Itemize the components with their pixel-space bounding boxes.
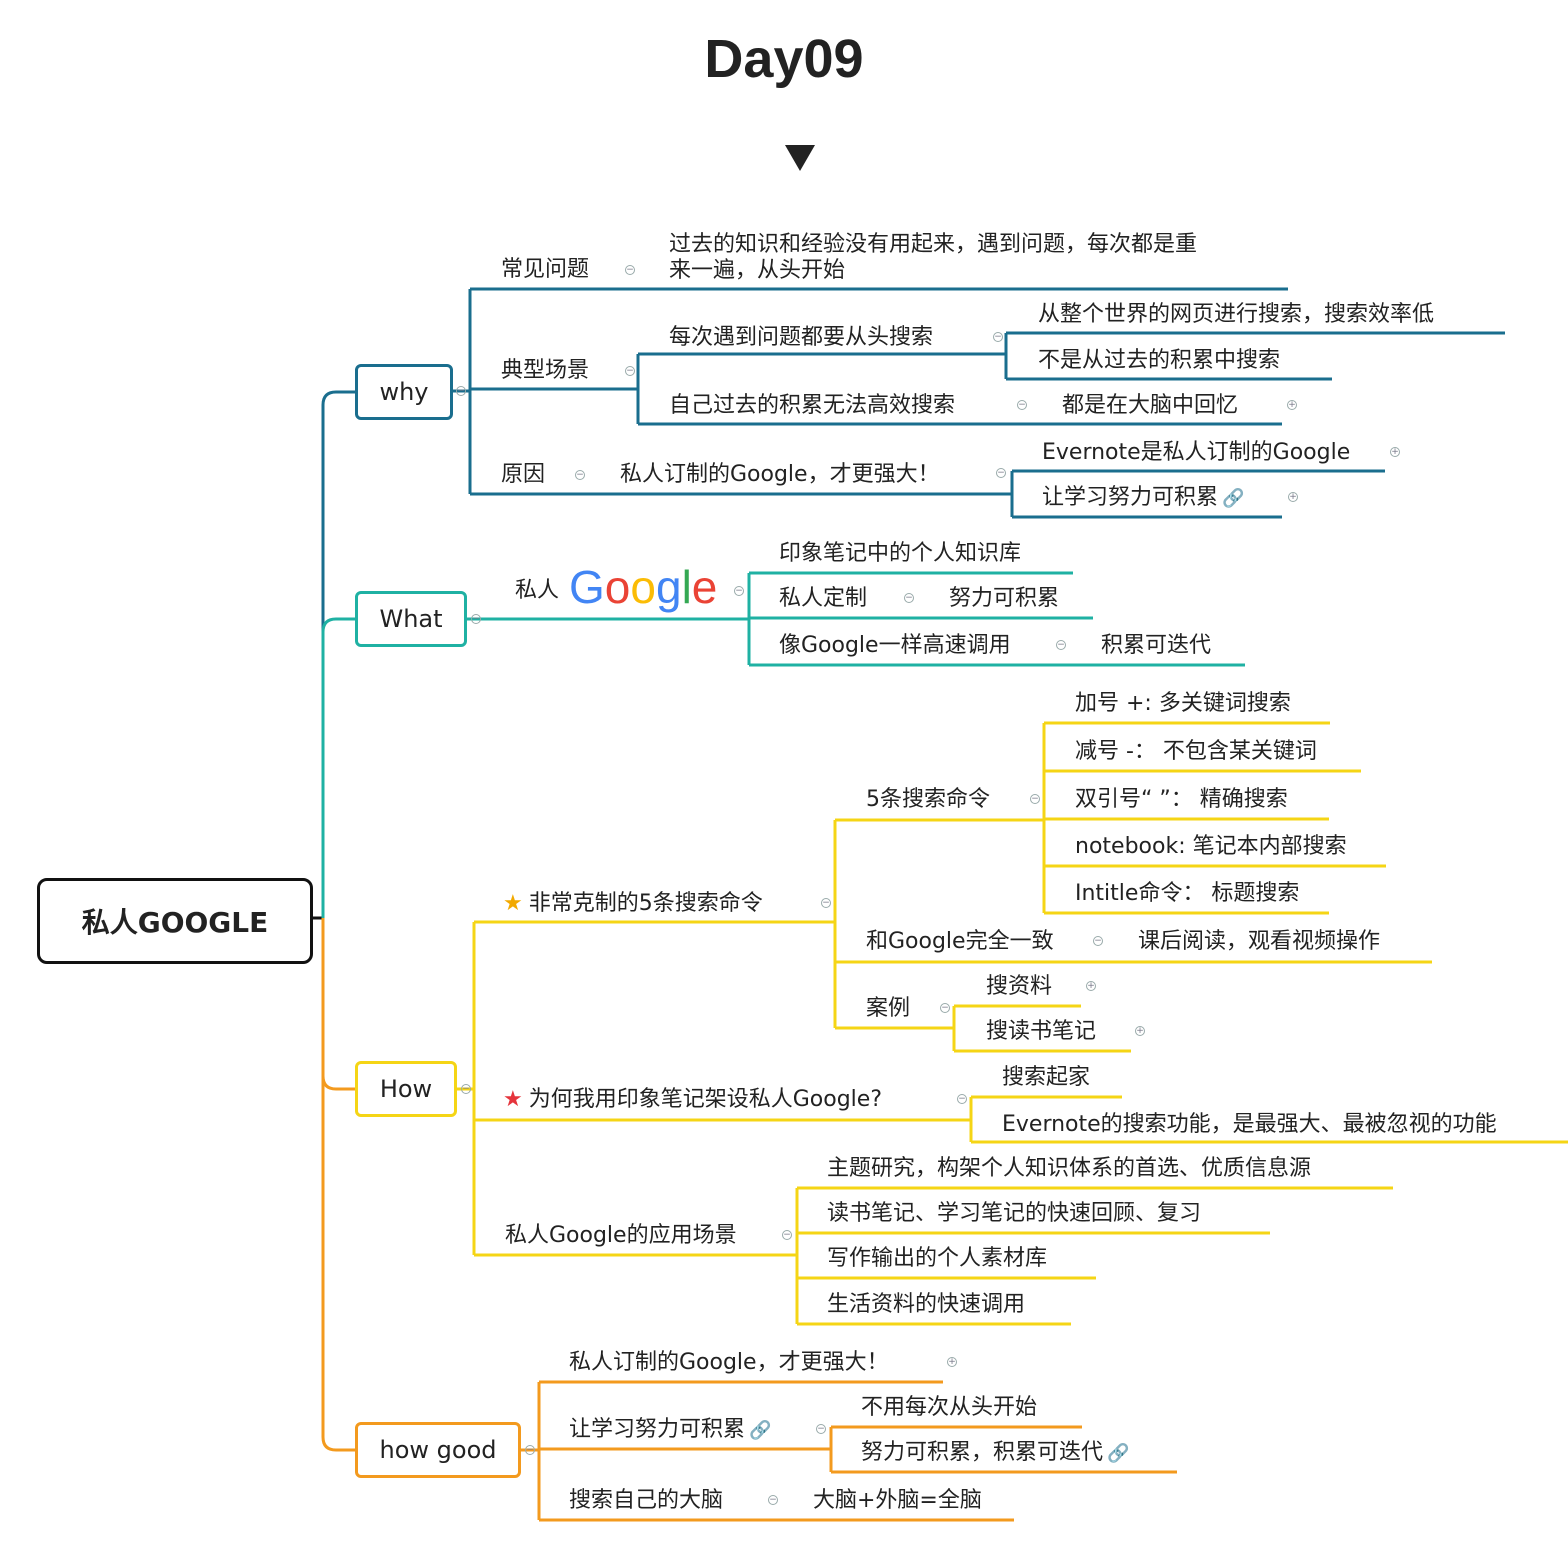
collapse-icon[interactable]: − — [525, 1445, 535, 1455]
collapse-icon[interactable]: − — [625, 366, 635, 376]
collapse-icon[interactable]: − — [1056, 640, 1066, 650]
node-same-text[interactable]: 课后阅读，观看视频操作 — [1138, 929, 1381, 954]
node-cmd5[interactable]: 5条搜索命令 — [866, 787, 990, 812]
node-hg-2-label: 让学习努力可积累 — [569, 1417, 746, 1442]
node-why-1[interactable]: 搜索起家 — [1002, 1065, 1091, 1090]
collapse-icon[interactable]: − — [1030, 794, 1040, 804]
node-cmd[interactable]: ★非常克制的5条搜索命令 — [503, 891, 763, 917]
google-logo-letter: e — [691, 561, 718, 613]
google-logo-letter: o — [604, 561, 631, 613]
node-hg-1[interactable]: 私人订制的Google，才更强大！ — [569, 1350, 889, 1375]
node-hg-2-1[interactable]: 不用每次从头开始 — [861, 1395, 1038, 1420]
node-what-2-1[interactable]: 努力可积累 — [949, 586, 1060, 611]
google-logo-letter: g — [655, 561, 682, 613]
google-logo-letter: G — [569, 561, 605, 613]
node-reason[interactable]: 原因 — [501, 462, 546, 487]
node-reason-2-label: 让学习努力可积累 — [1042, 485, 1219, 510]
node-scene-4[interactable]: 生活资料的快速调用 — [827, 1292, 1026, 1317]
collapse-icon[interactable]: − — [461, 1084, 471, 1094]
node-what-3-1[interactable]: 积累可迭代 — [1101, 633, 1212, 658]
collapse-icon[interactable]: − — [1017, 400, 1027, 410]
root-node[interactable]: 私人GOOGLE — [37, 878, 313, 964]
collapse-icon[interactable]: − — [904, 593, 914, 603]
node-scene[interactable]: 私人Google的应用场景 — [505, 1223, 737, 1248]
node-case-2[interactable]: 搜读书笔记 — [986, 1019, 1097, 1044]
node-hg-3-1[interactable]: 大脑+外脑=全脑 — [813, 1488, 982, 1513]
down-arrow-icon — [785, 145, 815, 171]
node-why-evernote[interactable]: ★为何我用印象笔记架设私人Google? — [503, 1087, 882, 1113]
google-logo-letter: l — [681, 561, 692, 613]
node-what-2[interactable]: 私人定制 — [779, 586, 868, 611]
collapse-icon[interactable]: − — [575, 470, 585, 480]
node-cmd-1[interactable]: 加号 +: 多关键词搜索 — [1075, 691, 1291, 716]
branch-how-good[interactable]: how good — [355, 1422, 521, 1478]
node-scene-b[interactable]: 自己过去的积累无法高效搜索 — [669, 393, 956, 418]
node-cmd-label: 非常克制的5条搜索命令 — [528, 891, 763, 916]
expand-icon[interactable]: + — [1287, 400, 1297, 410]
node-hg-3[interactable]: 搜索自己的大脑 — [569, 1488, 724, 1513]
node-cmd-4[interactable]: notebook: 笔记本内部搜索 — [1075, 834, 1347, 859]
star-icon: ★ — [503, 891, 523, 916]
link-icon[interactable]: 🔗 — [1222, 488, 1245, 509]
collapse-icon[interactable]: − — [993, 332, 1003, 342]
collapse-icon[interactable]: − — [625, 265, 635, 275]
node-cmd-3[interactable]: 双引号“ ”： 精确搜索 — [1075, 787, 1288, 812]
node-case[interactable]: 案例 — [866, 996, 911, 1021]
node-what-1[interactable]: 印象笔记中的个人知识库 — [779, 541, 1022, 566]
node-hg-2[interactable]: 让学习努力可积累🔗 — [569, 1417, 771, 1444]
node-why-2[interactable]: Evernote的搜索功能，是最强大、最被忽视的功能 — [1002, 1112, 1497, 1137]
node-hg-2-2[interactable]: 努力可积累，积累可迭代🔗 — [861, 1440, 1129, 1467]
link-icon[interactable]: 🔗 — [749, 1420, 772, 1441]
node-common-text-1[interactable]: 过去的知识和经验没有用起来，遇到问题，每次都是重 — [669, 232, 1198, 257]
star-icon: ★ — [503, 1087, 523, 1112]
collapse-icon[interactable]: − — [957, 1094, 967, 1104]
collapse-icon[interactable]: − — [1093, 936, 1103, 946]
node-same[interactable]: 和Google完全一致 — [866, 929, 1054, 954]
expand-icon[interactable]: + — [1086, 981, 1096, 991]
node-common-text-2[interactable]: 来一遍，从头开始 — [669, 258, 846, 283]
node-case-1[interactable]: 搜资料 — [986, 974, 1053, 999]
collapse-icon[interactable]: − — [816, 1424, 826, 1434]
node-scene-1[interactable]: 主题研究，构架个人知识体系的首选、优质信息源 — [827, 1156, 1312, 1181]
node-scene-b-1[interactable]: 都是在大脑中回忆 — [1062, 393, 1239, 418]
node-scene-2[interactable]: 读书笔记、学习笔记的快速回顾、复习 — [827, 1201, 1202, 1226]
node-typical-scene[interactable]: 典型场景 — [501, 358, 590, 383]
node-reason-2[interactable]: 让学习努力可积累🔗 — [1042, 485, 1244, 512]
node-hg-2-2-label: 努力可积累，积累可迭代 — [861, 1440, 1104, 1465]
google-logo-letter: o — [630, 561, 656, 613]
collapse-icon[interactable]: − — [456, 386, 466, 396]
node-cmd-5[interactable]: Intitle命令： 标题搜索 — [1075, 881, 1300, 906]
collapse-icon[interactable]: − — [768, 1495, 778, 1505]
expand-icon[interactable]: + — [1288, 492, 1298, 502]
node-common-problem[interactable]: 常见问题 — [501, 257, 590, 282]
expand-icon[interactable]: + — [947, 1357, 957, 1367]
collapse-icon[interactable]: − — [734, 586, 744, 596]
node-scene-a[interactable]: 每次遇到问题都要从头搜索 — [669, 325, 934, 350]
node-private[interactable]: 私人 — [515, 578, 560, 603]
collapse-icon[interactable]: − — [782, 1230, 792, 1240]
google-logo: Google — [569, 562, 717, 622]
node-scene-a-2[interactable]: 不是从过去的积累中搜索 — [1038, 348, 1281, 373]
node-scene-a-1[interactable]: 从整个世界的网页进行搜索，搜索效率低 — [1038, 302, 1435, 327]
node-scene-3[interactable]: 写作输出的个人素材库 — [827, 1246, 1048, 1271]
node-reason-text[interactable]: 私人订制的Google，才更强大！ — [620, 462, 940, 487]
branch-how[interactable]: How — [355, 1061, 457, 1117]
node-reason-1[interactable]: Evernote是私人订制的Google — [1042, 440, 1351, 465]
expand-icon[interactable]: + — [1390, 447, 1400, 457]
collapse-icon[interactable]: − — [471, 614, 481, 624]
collapse-icon[interactable]: − — [940, 1003, 950, 1013]
link-icon[interactable]: 🔗 — [1107, 1443, 1130, 1464]
branch-what[interactable]: What — [355, 591, 467, 647]
node-why-evernote-label: 为何我用印象笔记架设私人Google? — [528, 1087, 882, 1112]
expand-icon[interactable]: + — [1135, 1026, 1145, 1036]
collapse-icon[interactable]: − — [821, 898, 831, 908]
page-title: Day09 — [704, 29, 864, 89]
node-what-3[interactable]: 像Google一样高速调用 — [779, 633, 1011, 658]
node-cmd-2[interactable]: 减号 -： 不包含某关键词 — [1075, 739, 1317, 764]
collapse-icon[interactable]: − — [996, 468, 1006, 478]
branch-why[interactable]: why — [355, 364, 453, 420]
